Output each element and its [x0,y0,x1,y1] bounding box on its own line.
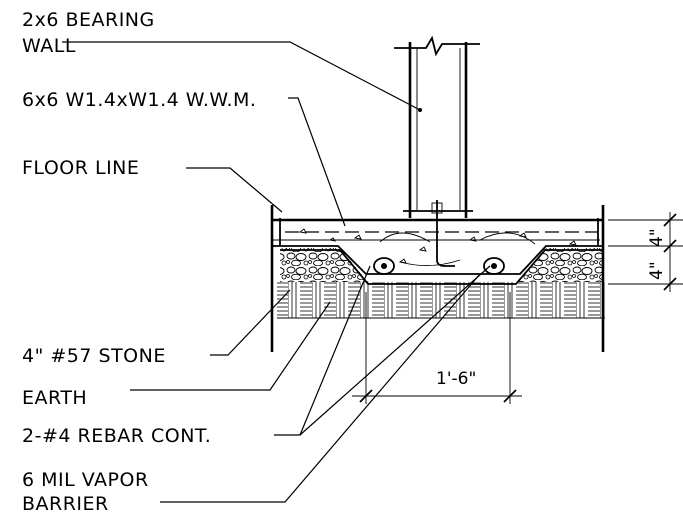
slab-dimensions [608,212,683,292]
dim-width: 1'-6" [436,369,476,389]
label-earth: EARTH [22,387,87,409]
bearing-wall [394,35,480,267]
label-vapor-line2: BARRIER [22,493,109,515]
dim-slab-bottom: 4" [647,261,667,280]
label-bearing-wall-line1: 2x6 BEARING [22,9,155,31]
label-floor-line: FLOOR LINE [22,157,139,179]
label-rebar: 2-#4 REBAR CONT. [22,425,211,447]
stone-layer [280,248,602,285]
label-vapor-line1: 6 MIL VAPOR [22,469,149,491]
dim-slab-top: 4" [647,228,667,247]
earth-hatch [277,282,605,319]
label-bearing-wall-line2: WALL [22,35,76,57]
leader-lines [62,41,491,503]
rebar [373,257,505,275]
label-stone: 4" #57 STONE [22,345,166,367]
label-wwm: 6x6 W1.4xW1.4 W.W.M. [22,89,256,111]
width-dimension [352,292,522,404]
